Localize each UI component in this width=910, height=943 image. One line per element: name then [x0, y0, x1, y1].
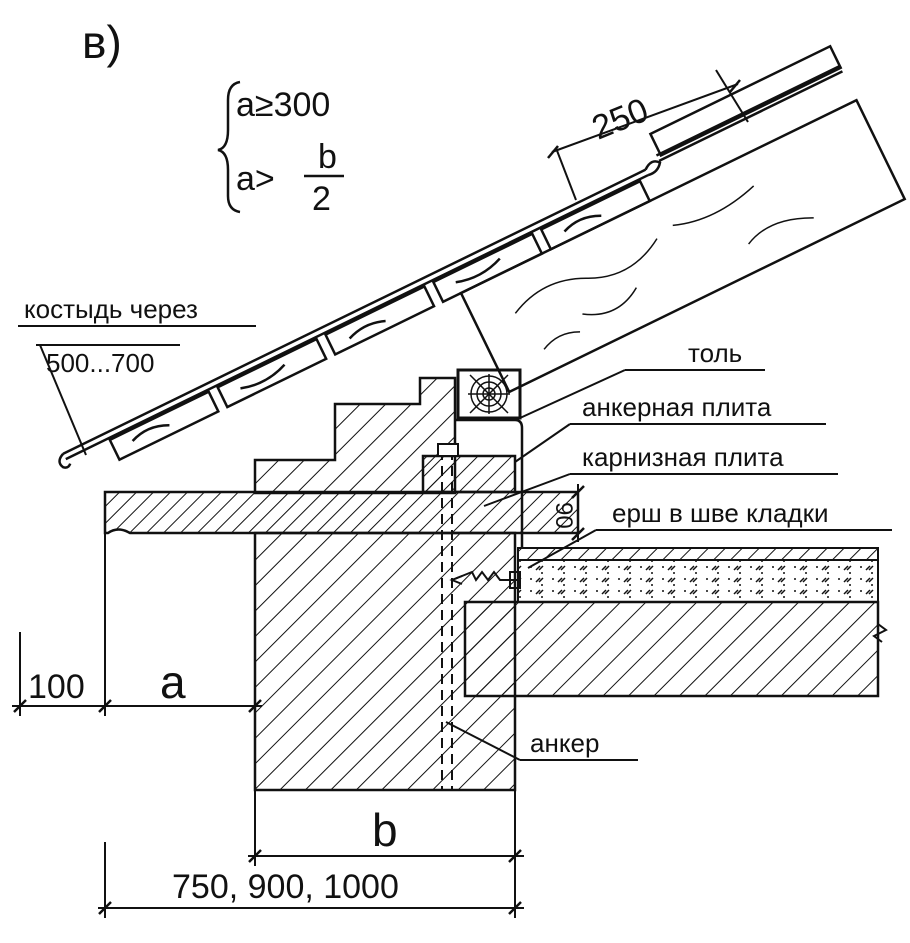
rafter-assembly [58, 44, 907, 469]
rafter-beam [459, 98, 907, 394]
roof-seam [644, 64, 843, 177]
dim-100-label: 100 [28, 668, 85, 706]
label-anker: анкер [445, 721, 638, 761]
condition-a-gt-prefix: a> [236, 160, 275, 198]
label-tol: толь [519, 338, 765, 419]
karniznaya-plita-label: карнизная плита [582, 442, 784, 472]
dim-250-label: 250 [587, 91, 654, 147]
wood-grain-icon [468, 374, 510, 414]
label-yorsh: ерш в шве кладки [527, 498, 892, 569]
roofing-sheet [62, 168, 649, 461]
anchor-plate [421, 454, 517, 494]
rafter-grain [514, 185, 814, 350]
screed-layer [517, 547, 879, 561]
fraction-denominator: 2 [312, 180, 331, 218]
floor-slab [463, 600, 880, 698]
ersh-nail [449, 570, 521, 589]
brace-icon [217, 80, 241, 214]
wall-thickness-label: 750, 900, 1000 [172, 868, 399, 906]
dim-90: 90 [550, 484, 585, 542]
kostyl-label: костыдь через [24, 294, 198, 324]
dim-b: b [248, 790, 524, 918]
anker-label: анкер [530, 728, 599, 758]
anchor-rod [437, 443, 459, 790]
dim-a-label: a [160, 656, 186, 708]
dim-b-label: b [372, 804, 398, 856]
conditions-block: a≥300 a> b 2 [217, 80, 344, 218]
label-ankernaya: анкерная плита [514, 392, 826, 463]
tol-label: толь [688, 338, 742, 368]
dim-90-label: 90 [550, 502, 577, 529]
ankernaya-plita-label: анкерная плита [582, 392, 772, 422]
drip-edge [58, 452, 72, 469]
insulation-layer [517, 559, 879, 603]
label-karniznaya: карнизная плита [483, 442, 838, 507]
yorsh-label: ерш в шве кладки [612, 498, 828, 528]
dim-wall-thickness: 750, 900, 1000 [98, 842, 524, 918]
label-kostyl: костыдь через 500...700 [18, 294, 256, 456]
condition-a-ge-300: a≥300 [236, 86, 330, 124]
fraction-numerator: b [318, 138, 337, 176]
lathing-boards [108, 179, 652, 462]
slab-break-mark [872, 623, 888, 643]
dim-100-a: 100 a [12, 533, 262, 790]
cornice-slab [103, 490, 580, 535]
dim-250: 250 [547, 69, 749, 201]
upper-board [648, 44, 843, 158]
kostyl-spacing-label: 500...700 [46, 348, 154, 378]
figure-label: в) [82, 16, 122, 68]
tol-felt [455, 418, 524, 548]
